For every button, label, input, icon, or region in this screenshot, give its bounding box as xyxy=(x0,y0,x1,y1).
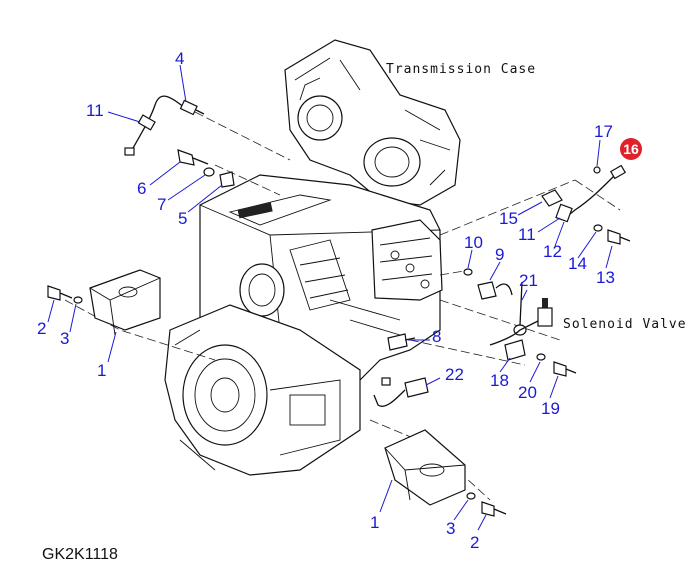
callout-22[interactable]: 22 xyxy=(445,365,464,384)
callout-15[interactable]: 15 xyxy=(499,209,518,228)
callout-18[interactable]: 18 xyxy=(490,371,509,390)
parts-6-7-5-bolt-washer-bracket xyxy=(177,149,235,188)
callout-12[interactable]: 12 xyxy=(543,242,562,261)
parts-right-upper-harness xyxy=(541,164,631,245)
parts-solenoid-valve-group xyxy=(489,281,577,377)
callout-21[interactable]: 21 xyxy=(519,271,538,290)
callout-4[interactable]: 4 xyxy=(175,49,184,68)
callout-16-highlight[interactable]: 16 xyxy=(620,138,642,160)
callout-1-left[interactable]: 1 xyxy=(97,361,106,380)
callout-16[interactable]: 16 xyxy=(623,141,639,157)
parts-10-9-sensor xyxy=(463,268,513,300)
callout-11-upper[interactable]: 11 xyxy=(86,101,104,120)
callout-11-right[interactable]: 11 xyxy=(518,225,536,244)
part-1-mount-bracket-left xyxy=(47,269,161,336)
figure-code: GK2K1118 xyxy=(42,546,118,563)
callout-17[interactable]: 17 xyxy=(594,122,613,141)
callout-19[interactable]: 19 xyxy=(541,399,560,418)
callout-9[interactable]: 9 xyxy=(495,245,504,264)
part-8-clip xyxy=(387,333,416,351)
assembly-lines xyxy=(64,111,621,501)
callout-20[interactable]: 20 xyxy=(518,383,537,402)
part-22-sensor-harness xyxy=(373,377,429,407)
part-4-sensor-harness xyxy=(124,95,205,156)
callout-14[interactable]: 14 xyxy=(568,254,587,273)
part-1-mount-bracket-bottom xyxy=(384,429,507,517)
callout-10[interactable]: 10 xyxy=(464,233,483,252)
callout-2-bottom[interactable]: 2 xyxy=(470,533,479,552)
callout-13[interactable]: 13 xyxy=(596,268,615,287)
leader-lines xyxy=(47,64,613,531)
callout-3-bottom[interactable]: 3 xyxy=(446,519,455,538)
transmission-case-label: Transmission Case xyxy=(386,62,536,77)
callout-5[interactable]: 5 xyxy=(178,209,187,228)
callout-3-left[interactable]: 3 xyxy=(60,329,69,348)
callout-2-left[interactable]: 2 xyxy=(37,319,46,338)
highlight-badge xyxy=(620,138,642,160)
transmission-case-body xyxy=(164,39,461,476)
callout-8[interactable]: 8 xyxy=(432,327,441,346)
callout-6[interactable]: 6 xyxy=(137,179,146,198)
callout-7[interactable]: 7 xyxy=(157,195,166,214)
solenoid-valve-label: Solenoid Valve xyxy=(563,317,687,332)
callout-1-bottom[interactable]: 1 xyxy=(370,513,379,532)
